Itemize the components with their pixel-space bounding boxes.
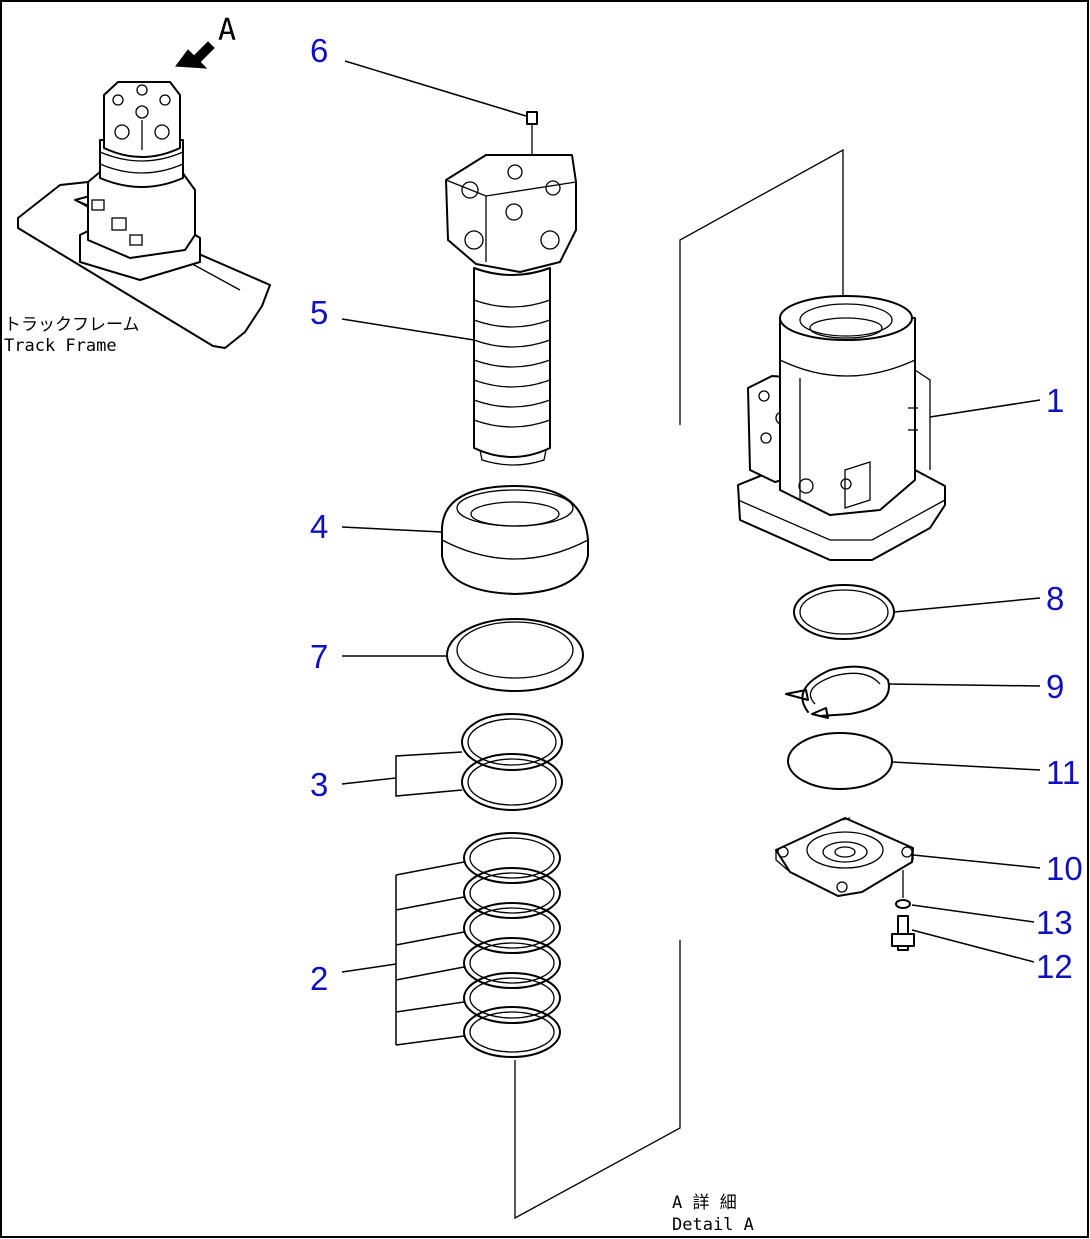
part-3-rings — [461, 713, 563, 811]
part-5-rotor — [445, 154, 577, 466]
part-9-snap-ring — [785, 665, 890, 719]
view-arrow-icon — [175, 41, 215, 69]
callout-6: 6 — [310, 32, 328, 69]
view-marker-letter: A — [218, 13, 236, 48]
callout-10: 10 — [1046, 850, 1083, 887]
part-13-washer — [895, 870, 911, 909]
callout-2: 2 — [310, 960, 328, 997]
callout-13: 13 — [1036, 904, 1073, 941]
callout-numbers: 6 5 4 7 3 2 1 8 9 11 10 13 12 — [310, 32, 1083, 997]
part-4-holder — [441, 485, 589, 595]
callout-4: 4 — [310, 508, 328, 545]
callout-8: 8 — [1046, 580, 1064, 617]
inset-label-en: Track Frame — [4, 336, 117, 356]
callout-9: 9 — [1046, 668, 1064, 705]
part-11-oring — [787, 732, 893, 790]
detail-label-jp: A 詳 細 — [672, 1193, 737, 1213]
inset-label-jp: トラックフレーム — [4, 315, 140, 335]
part-2-seal-stack — [463, 832, 561, 1058]
callout-3: 3 — [310, 766, 328, 803]
callout-leaders — [341, 60, 1041, 1046]
callout-12: 12 — [1036, 948, 1073, 985]
part-1-swivel-body — [737, 295, 946, 561]
assembly-path-lines — [514, 148, 844, 1220]
callout-1: 1 — [1046, 382, 1064, 419]
callout-5: 5 — [310, 294, 328, 331]
part-12-bolt — [891, 915, 915, 951]
detail-label-en: Detail A — [672, 1215, 754, 1235]
part-10-cover — [775, 817, 914, 897]
part-8-ring — [793, 584, 895, 640]
callout-7: 7 — [310, 638, 328, 675]
inset-track-frame-view: A トラックフレーム Track Frame — [4, 13, 271, 356]
callout-11: 11 — [1046, 754, 1080, 791]
part-7-ring — [446, 618, 584, 692]
